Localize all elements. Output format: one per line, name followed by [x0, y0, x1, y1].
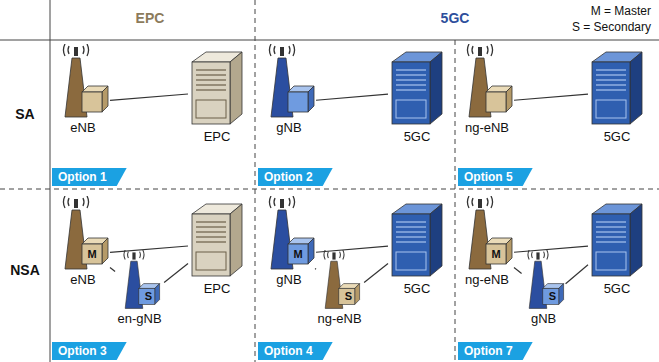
interface-link — [110, 246, 188, 252]
node-label: 5GC — [388, 129, 446, 144]
core-server-icon — [188, 200, 246, 280]
base-station: SgNB — [522, 250, 566, 326]
node-label: gNB — [522, 311, 566, 326]
interface-link — [110, 94, 188, 100]
node-label: 5GC — [588, 129, 646, 144]
core-network: 5GC — [388, 48, 446, 144]
base-station-icon — [460, 196, 514, 271]
base-station-icon — [522, 250, 565, 310]
node-label: ng-eNB — [315, 311, 364, 326]
base-station: Sen-gNB — [115, 250, 164, 326]
node-label: eNB — [56, 120, 110, 135]
option-badge: Option 3 — [52, 342, 127, 360]
interface-link — [164, 263, 188, 282]
node-label: eNB — [56, 272, 110, 287]
node-label: 5GC — [588, 281, 646, 296]
node-label: EPC — [188, 281, 246, 296]
section-heading: NSA — [0, 262, 50, 278]
base-station: ng-eNB — [460, 44, 514, 135]
node-label: ng-eNB — [460, 272, 514, 287]
interface-link — [314, 268, 316, 270]
role-letter: M — [84, 248, 100, 260]
base-station-icon — [262, 196, 316, 271]
role-letter: S — [340, 290, 356, 302]
interface-link — [566, 265, 588, 284]
base-station-icon — [460, 44, 514, 119]
interface-link — [316, 246, 388, 252]
interface-link — [514, 246, 588, 252]
core-network: EPC — [188, 48, 246, 144]
base-station-icon — [318, 250, 361, 310]
interface-link — [316, 94, 388, 100]
option-badge: Option 1 — [52, 168, 127, 186]
header-divider — [0, 40, 659, 41]
option-badge: Option 2 — [258, 168, 333, 186]
node-label: EPC — [188, 129, 246, 144]
option-badge: Option 5 — [458, 168, 533, 186]
core-network: 5GC — [388, 200, 446, 296]
node-label: gNB — [262, 120, 316, 135]
base-station-icon — [56, 44, 110, 119]
node-label: ng-eNB — [460, 120, 514, 135]
option-divider — [455, 40, 456, 362]
base-station: Sng-eNB — [315, 250, 364, 326]
base-station-icon — [56, 196, 110, 271]
interface-link — [514, 268, 522, 274]
node-label: gNB — [262, 272, 316, 287]
core-network: 5GC — [588, 48, 646, 144]
core-network: EPC — [188, 200, 246, 296]
interface-link — [110, 268, 115, 272]
core-divider — [255, 0, 256, 362]
node-label: 5GC — [388, 281, 446, 296]
core-server-icon — [388, 200, 446, 280]
base-station: Mng-eNB — [460, 196, 514, 287]
interface-link — [514, 94, 588, 100]
role-letter: S — [544, 290, 560, 302]
core-server-icon — [388, 48, 446, 128]
key-note: S = Secondary — [572, 20, 651, 34]
node-label: en-gNB — [115, 311, 164, 326]
core-server-icon — [188, 48, 246, 128]
column-divider — [50, 0, 51, 362]
core-server-icon — [588, 200, 646, 280]
option-badge: Option 4 — [258, 342, 333, 360]
core-network: 5GC — [588, 200, 646, 296]
role-letter: M — [290, 248, 306, 260]
core-server-icon — [588, 48, 646, 128]
base-station-icon — [262, 44, 316, 119]
base-station-icon — [118, 250, 161, 310]
base-station: eNB — [56, 44, 110, 135]
role-letter: S — [140, 290, 156, 302]
key-note: M = Master — [591, 4, 651, 18]
option-badge: Option 7 — [458, 342, 533, 360]
base-station: MgNB — [262, 196, 316, 287]
row-divider — [0, 189, 659, 190]
base-station: gNB — [262, 44, 316, 135]
section-heading: SA — [0, 106, 50, 122]
section-heading: 5GC — [405, 10, 505, 26]
base-station: MeNB — [56, 196, 110, 287]
role-letter: M — [488, 248, 504, 260]
interface-link — [364, 263, 388, 282]
section-heading: EPC — [100, 10, 200, 26]
